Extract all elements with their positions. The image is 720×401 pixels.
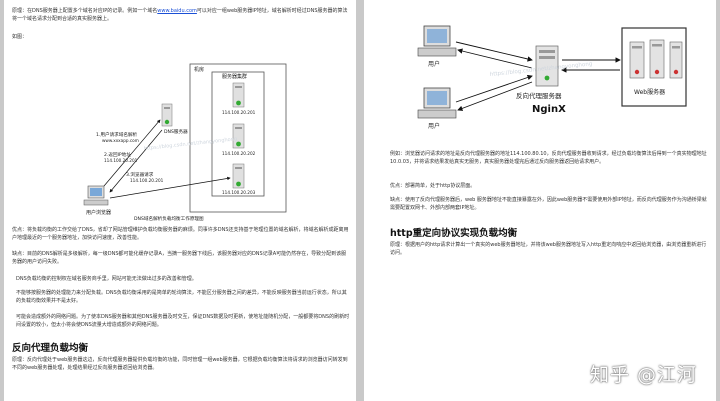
paragraph-control: DNS负载均衡的控制权在域名服务商手里，网站可能无法做出过多的改善和管理。	[16, 276, 197, 282]
paragraph-as-shown: 如图：	[12, 34, 28, 40]
server-1-ip: 114.100.20.201	[222, 110, 256, 115]
nginx-label: NginX	[532, 104, 566, 115]
left-page: 原理：在DNS服务器上配置多个域名对应IP的记录。例如一个域名www.baidu…	[4, 0, 356, 401]
paragraph-cons: 缺点：目前的DNS解析是多级解析，每一级DNS都可能化缓存记录A，当摘一服务器下…	[12, 251, 347, 265]
user-1-pc-icon	[417, 25, 457, 57]
step3-ip: 114.100.20.201	[130, 178, 164, 183]
web-server-2-icon	[649, 39, 665, 79]
arrow-request-dns	[103, 119, 161, 187]
step3-label: 3.浏览器请求	[126, 171, 154, 178]
web-server-1-icon	[629, 41, 645, 79]
zhihu-watermark: 知乎 @江河	[590, 364, 698, 386]
arrow-user1-to-proxy	[455, 41, 533, 62]
arrow-proxy-to-user2	[457, 81, 533, 111]
server-3-ip: 114.100.20.203	[222, 190, 256, 195]
arrow-return-ip	[109, 129, 163, 193]
arrow-user2-to-proxy	[455, 74, 533, 103]
browser-label: 用户浏览器	[86, 209, 111, 216]
user-2-pc-icon	[417, 87, 457, 119]
user-2-label: 用户	[428, 122, 440, 130]
paragraph-http-redirect-principle: 原理：根据用户的http请求计算出一个真实的web服务器地址，并将该web服务器…	[390, 242, 707, 256]
paragraph-example: 例如：浏览器访问请求的地址是反向代理服务器的地址114.100.80.10，反向…	[390, 151, 707, 165]
diagram-caption: DNS域名解析负载均衡工作原理图	[134, 215, 204, 222]
dns-server-icon	[161, 103, 173, 127]
heading-reverse-proxy: 反向代理负载均衡	[12, 343, 89, 354]
baidu-link[interactable]: www.baidu.com	[157, 8, 197, 14]
server-1-icon	[232, 82, 245, 108]
server-3-icon	[232, 163, 245, 189]
step2-ip: 114.100.20.201	[104, 158, 138, 163]
heading-http-redirect: http重定向协议实现负载均衡	[390, 228, 518, 239]
cluster-label: 服务器集群	[222, 73, 247, 80]
user-pc-icon	[83, 185, 109, 206]
user-1-label: 用户	[428, 60, 440, 68]
web-server-3-icon	[669, 41, 683, 79]
paragraph-dns-principle: 原理：在DNS服务器上配置多个域名对应IP的记录。例如一个域名www.baidu…	[12, 8, 348, 22]
paragraph-network: 可能会造成额外的网络问题。为了使本DNS服务器和其他DNS服务器及时交互，保证D…	[16, 314, 350, 328]
right-page: 用户 用户 反向代理服务器 NginX	[364, 0, 716, 401]
dns-server-label: DNS服务器	[164, 128, 188, 135]
paragraph-reverse-proxy-principle: 原理：反向代理处于web服务器这边，反向代理服务器提供负载均衡的功能，同时管理一…	[12, 357, 348, 371]
server-2-ip: 114.100.20.202	[222, 151, 256, 156]
server-2-icon	[232, 123, 245, 149]
proxy-server-icon	[535, 45, 559, 87]
paragraph-right-cons: 缺点：使用了反向代理服务器后，web 服务器地址不能直接暴露在外，因此web服务…	[390, 197, 707, 211]
paragraph-capacity: 不能够按服务器的处理能力来分配负载。DNS负载均衡采用的是简单的轮询算法，不能区…	[16, 290, 347, 304]
step1-label: 1.用户请求域名解析	[96, 131, 138, 138]
step2-label: 2.返回IP地址	[104, 151, 131, 158]
proxy-server-label: 反向代理服务器	[516, 91, 562, 100]
reverse-proxy-diagram: 用户 用户 反向代理服务器 NginX	[417, 25, 687, 130]
room-label: 机房	[194, 66, 204, 73]
dns-diagram: 机房 服务器集群 114.100.20.201 114.100.20.202 1…	[83, 63, 287, 222]
arrow-browser-request	[109, 176, 231, 199]
web-server-label: Web服务器	[634, 88, 665, 96]
step1-domain: www.xxxapp.com	[102, 138, 139, 143]
paragraph-right-pros: 优点：部署简单，处于http协议层面。	[390, 183, 476, 189]
arrow-proxy-to-user1	[457, 48, 533, 69]
paragraph-pros: 优点：将负载均衡的工作交给了DNS，省却了网站管理维护负载均衡服务器的麻烦。同事…	[12, 227, 349, 241]
